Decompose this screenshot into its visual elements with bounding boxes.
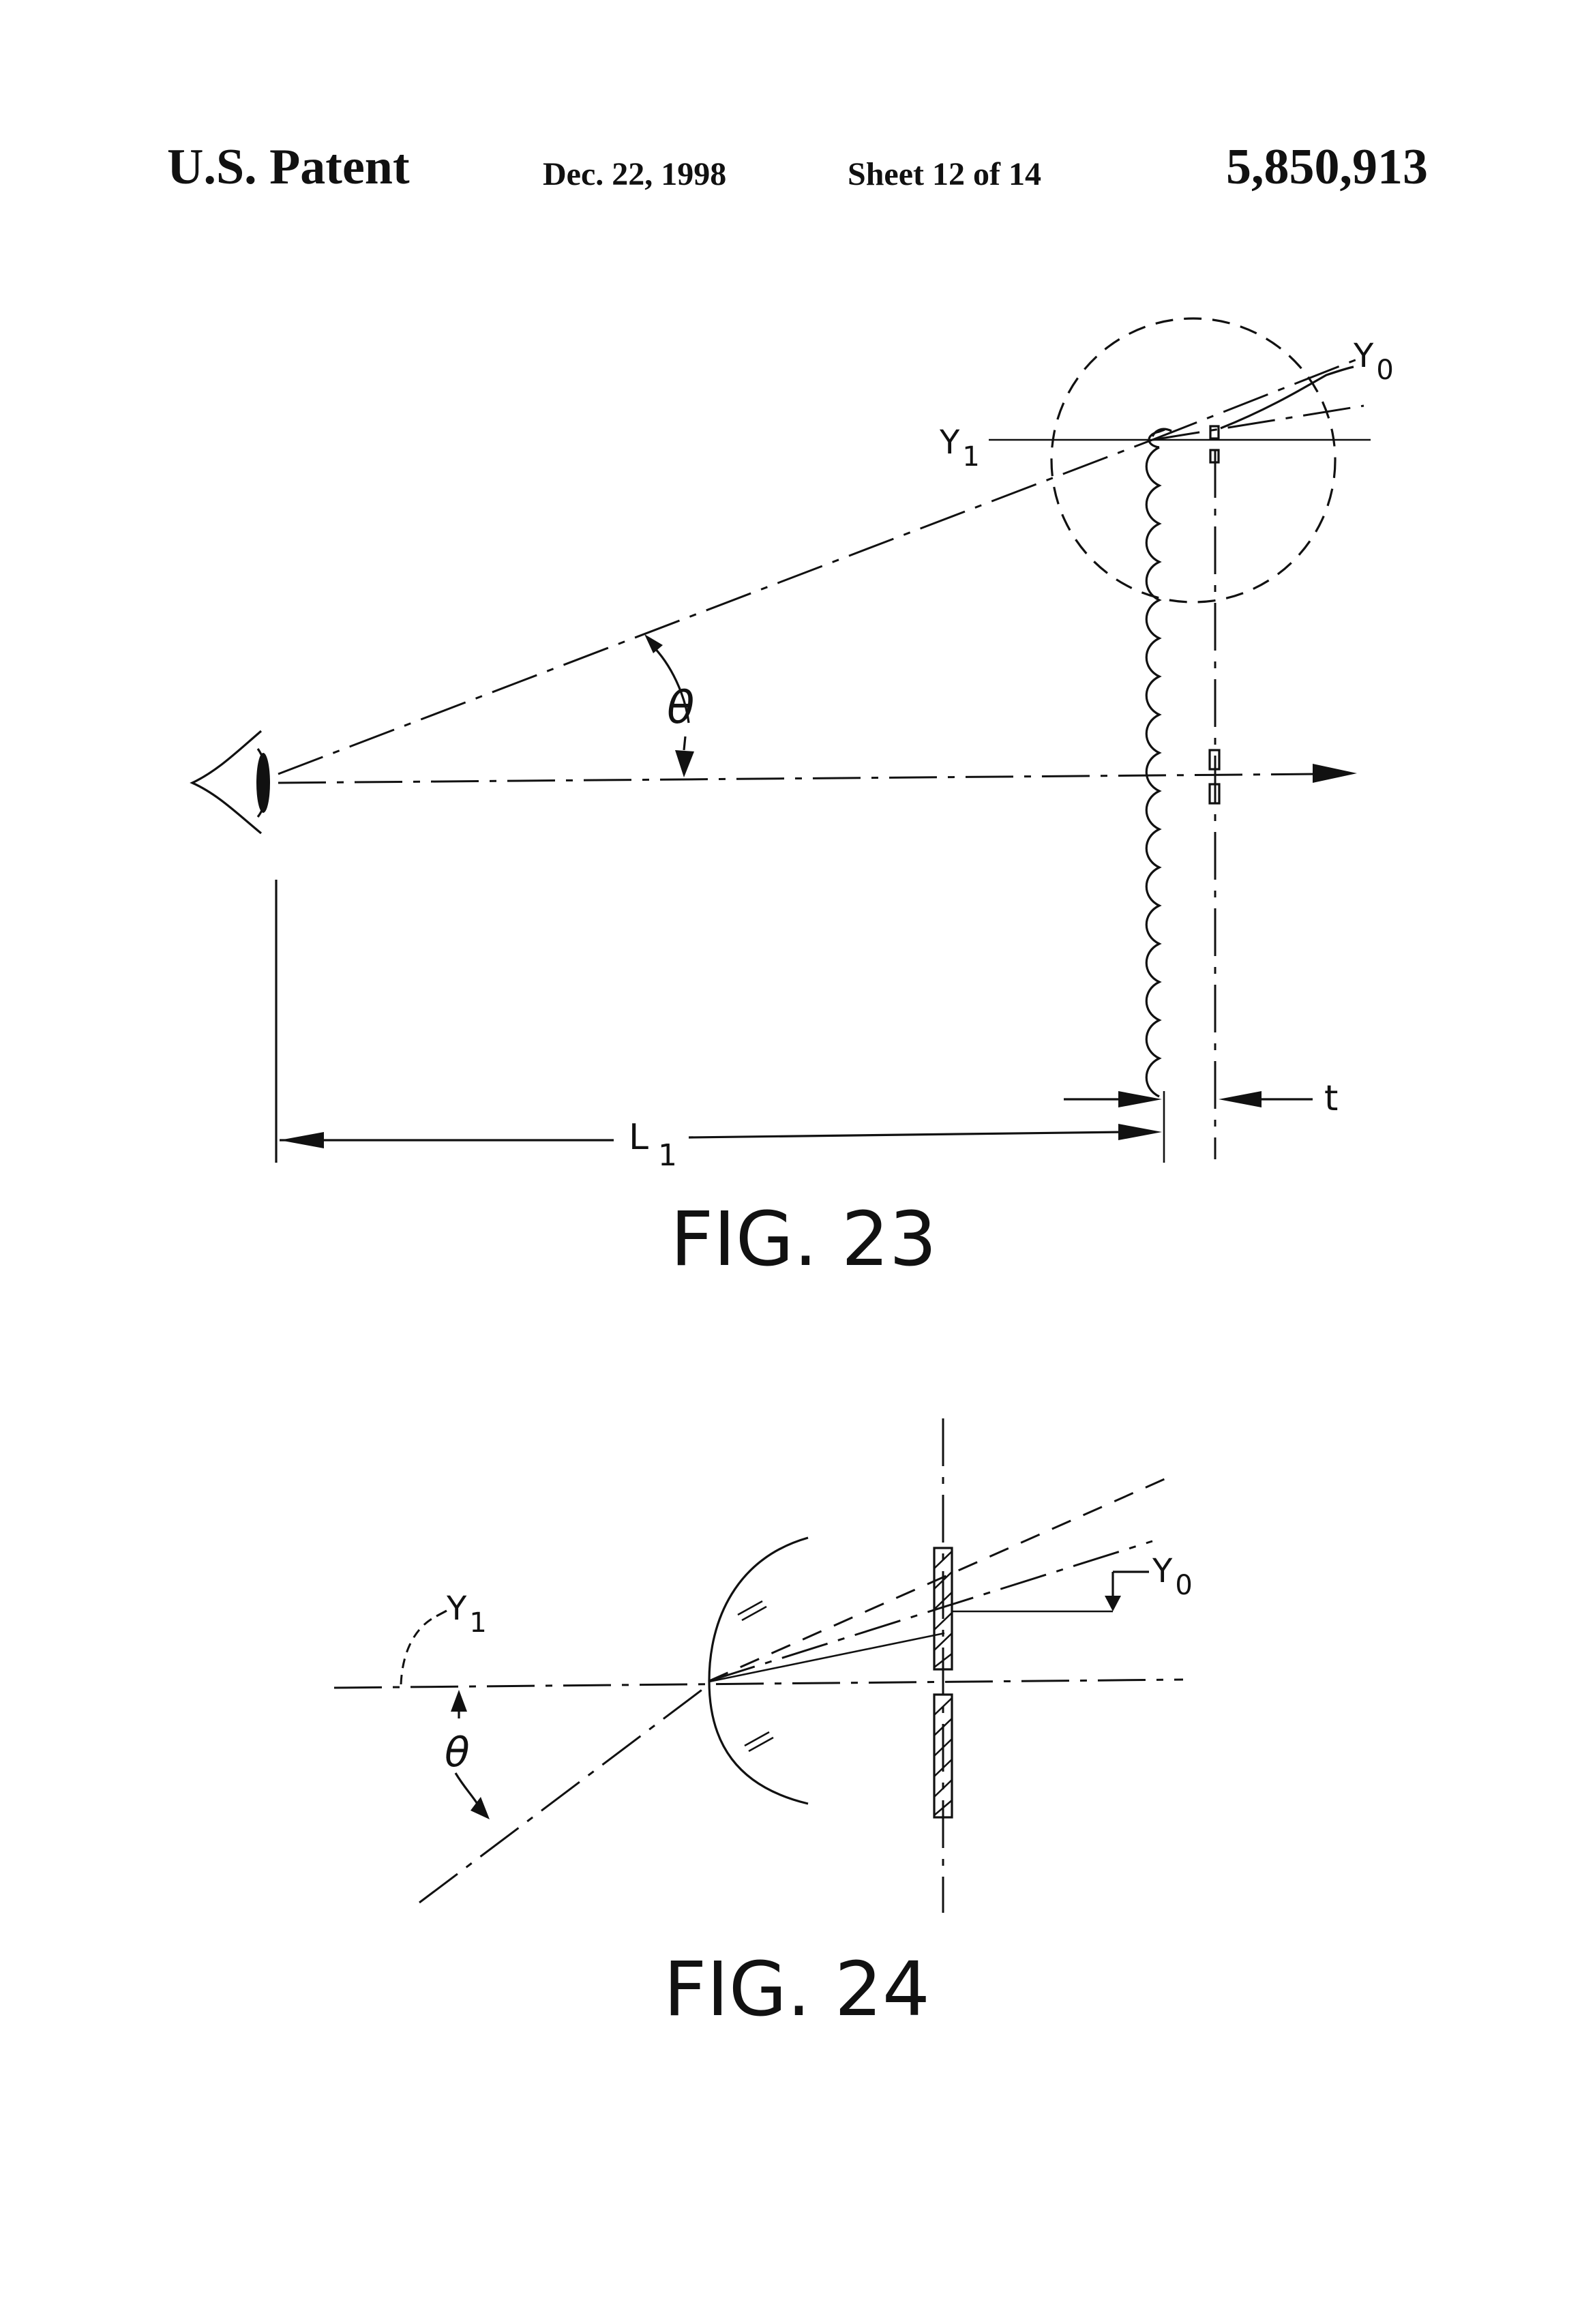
fig24-caption: FIG. 24 — [663, 1946, 930, 2033]
header-sheet: Sheet 12 of 14 — [848, 156, 1041, 192]
fig23-caption: FIG. 23 — [670, 1195, 937, 1283]
detail-circle — [1050, 317, 1337, 604]
fig24-lens-surface — [708, 1536, 809, 1805]
y0-leader — [1220, 366, 1354, 430]
optical-axis-arrowhead — [1313, 764, 1357, 783]
sight-line — [278, 438, 1153, 775]
fig24-ray-dashed — [708, 1477, 1167, 1682]
theta-arc — [650, 643, 690, 724]
lenticular-lens — [1145, 428, 1165, 1098]
fig24-ray-dashdot — [708, 1540, 1153, 1682]
header-date: Dec. 22, 1998 — [543, 156, 727, 192]
header-patent-label: U.S. Patent — [167, 139, 410, 195]
ray-to-y0-lower — [1152, 404, 1364, 441]
eye-icon — [190, 730, 270, 835]
optical-axis — [278, 773, 1320, 784]
fig24-theta-label: θ — [445, 1729, 470, 1776]
fig23-theta-label: θ — [667, 681, 694, 734]
fig24-optical-axis — [333, 1678, 1184, 1689]
ray-to-y0-upper — [1152, 357, 1361, 441]
header-patent-number: 5,850,913 — [1226, 139, 1428, 195]
fig24-sight-line — [419, 1683, 710, 1904]
fig23-t-label: t — [1324, 1078, 1338, 1119]
